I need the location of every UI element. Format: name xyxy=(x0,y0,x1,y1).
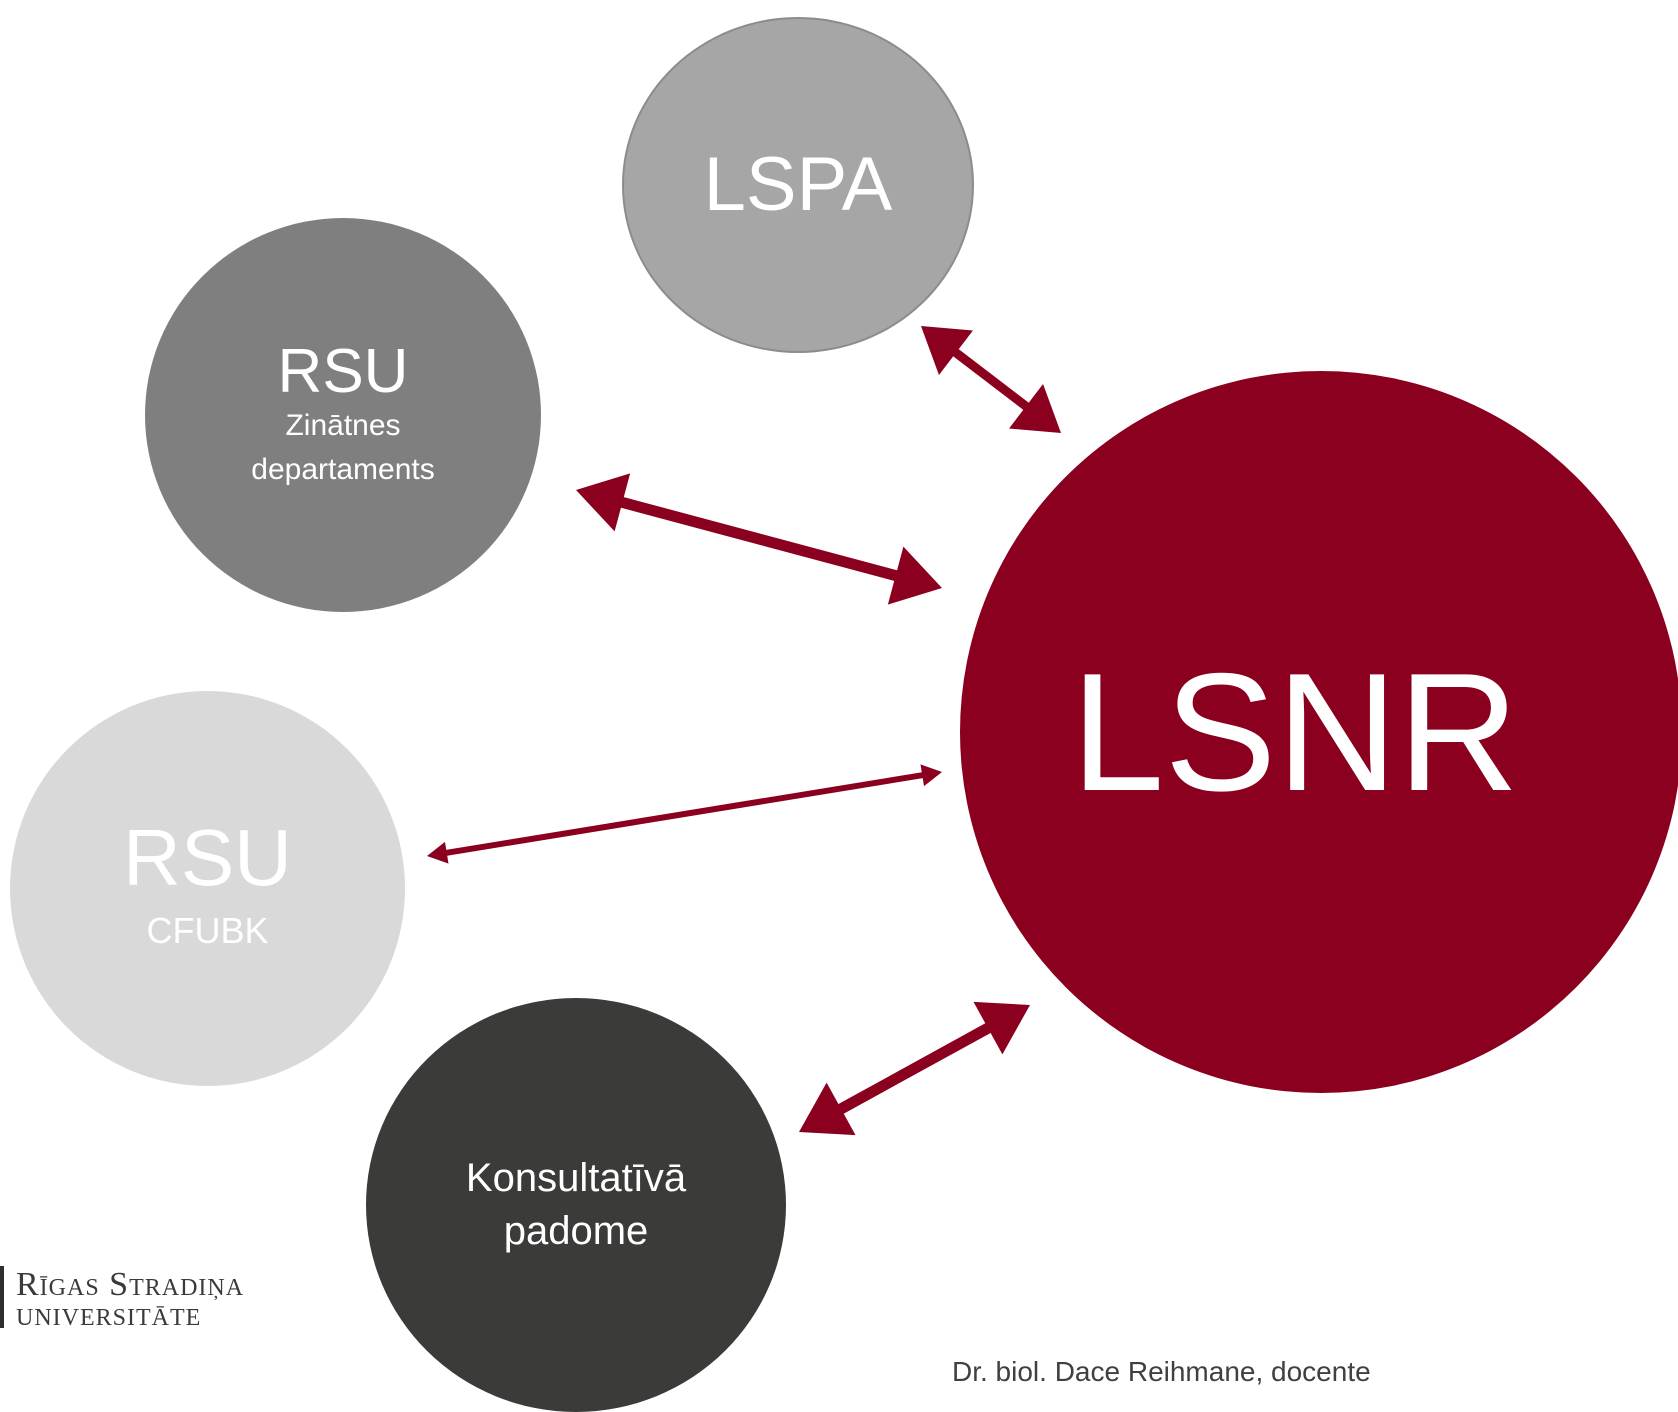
node-rsu-science-title: RSU xyxy=(277,336,409,406)
node-rsu-science: RSU Zinātnes departaments xyxy=(145,218,541,612)
node-advisory-board: Konsultatīvā padome xyxy=(366,998,786,1412)
arrowhead-advisory_board xyxy=(799,1082,856,1136)
logo-bar xyxy=(0,1266,4,1328)
logo-line-2: universitāte xyxy=(16,1296,202,1333)
arrowhead-rsu_science xyxy=(576,473,631,532)
arrowhead-lsnr xyxy=(973,1001,1030,1055)
node-rsu-cfubk-subtitle: CFUBK xyxy=(146,909,269,951)
connector-lspa-lsnr xyxy=(946,343,1036,416)
node-lspa-title: LSPA xyxy=(703,142,893,227)
arrowhead-lsnr xyxy=(1009,384,1061,433)
connector-rsu_science-lsnr xyxy=(611,494,907,584)
arrowhead-lsnr xyxy=(920,764,942,787)
node-lsnr-title: LSNR xyxy=(1070,638,1520,826)
node-rsu-cfubk: RSU CFUBK xyxy=(10,691,405,1086)
arrowhead-lspa xyxy=(921,326,973,375)
logo-line-1: Rīgas Stradiņa xyxy=(16,1266,245,1303)
node-lspa: LSPA xyxy=(622,17,974,353)
arrowhead-rsu_cfubk xyxy=(427,841,449,864)
connector-advisory_board-lsnr xyxy=(830,1018,999,1119)
connector-rsu_cfubk-lsnr xyxy=(442,771,927,857)
node-advisory-board-title: Konsultatīvā padome xyxy=(465,1156,687,1253)
node-rsu-science-subtitle: Zinātnes departaments xyxy=(251,409,435,486)
author-credit: Dr. biol. Dace Reihmane, docente xyxy=(952,1356,1371,1387)
arrowhead-lsnr xyxy=(887,546,942,605)
node-lsnr: LSNR xyxy=(960,371,1678,1093)
node-rsu-cfubk-title: RSU xyxy=(123,812,292,902)
